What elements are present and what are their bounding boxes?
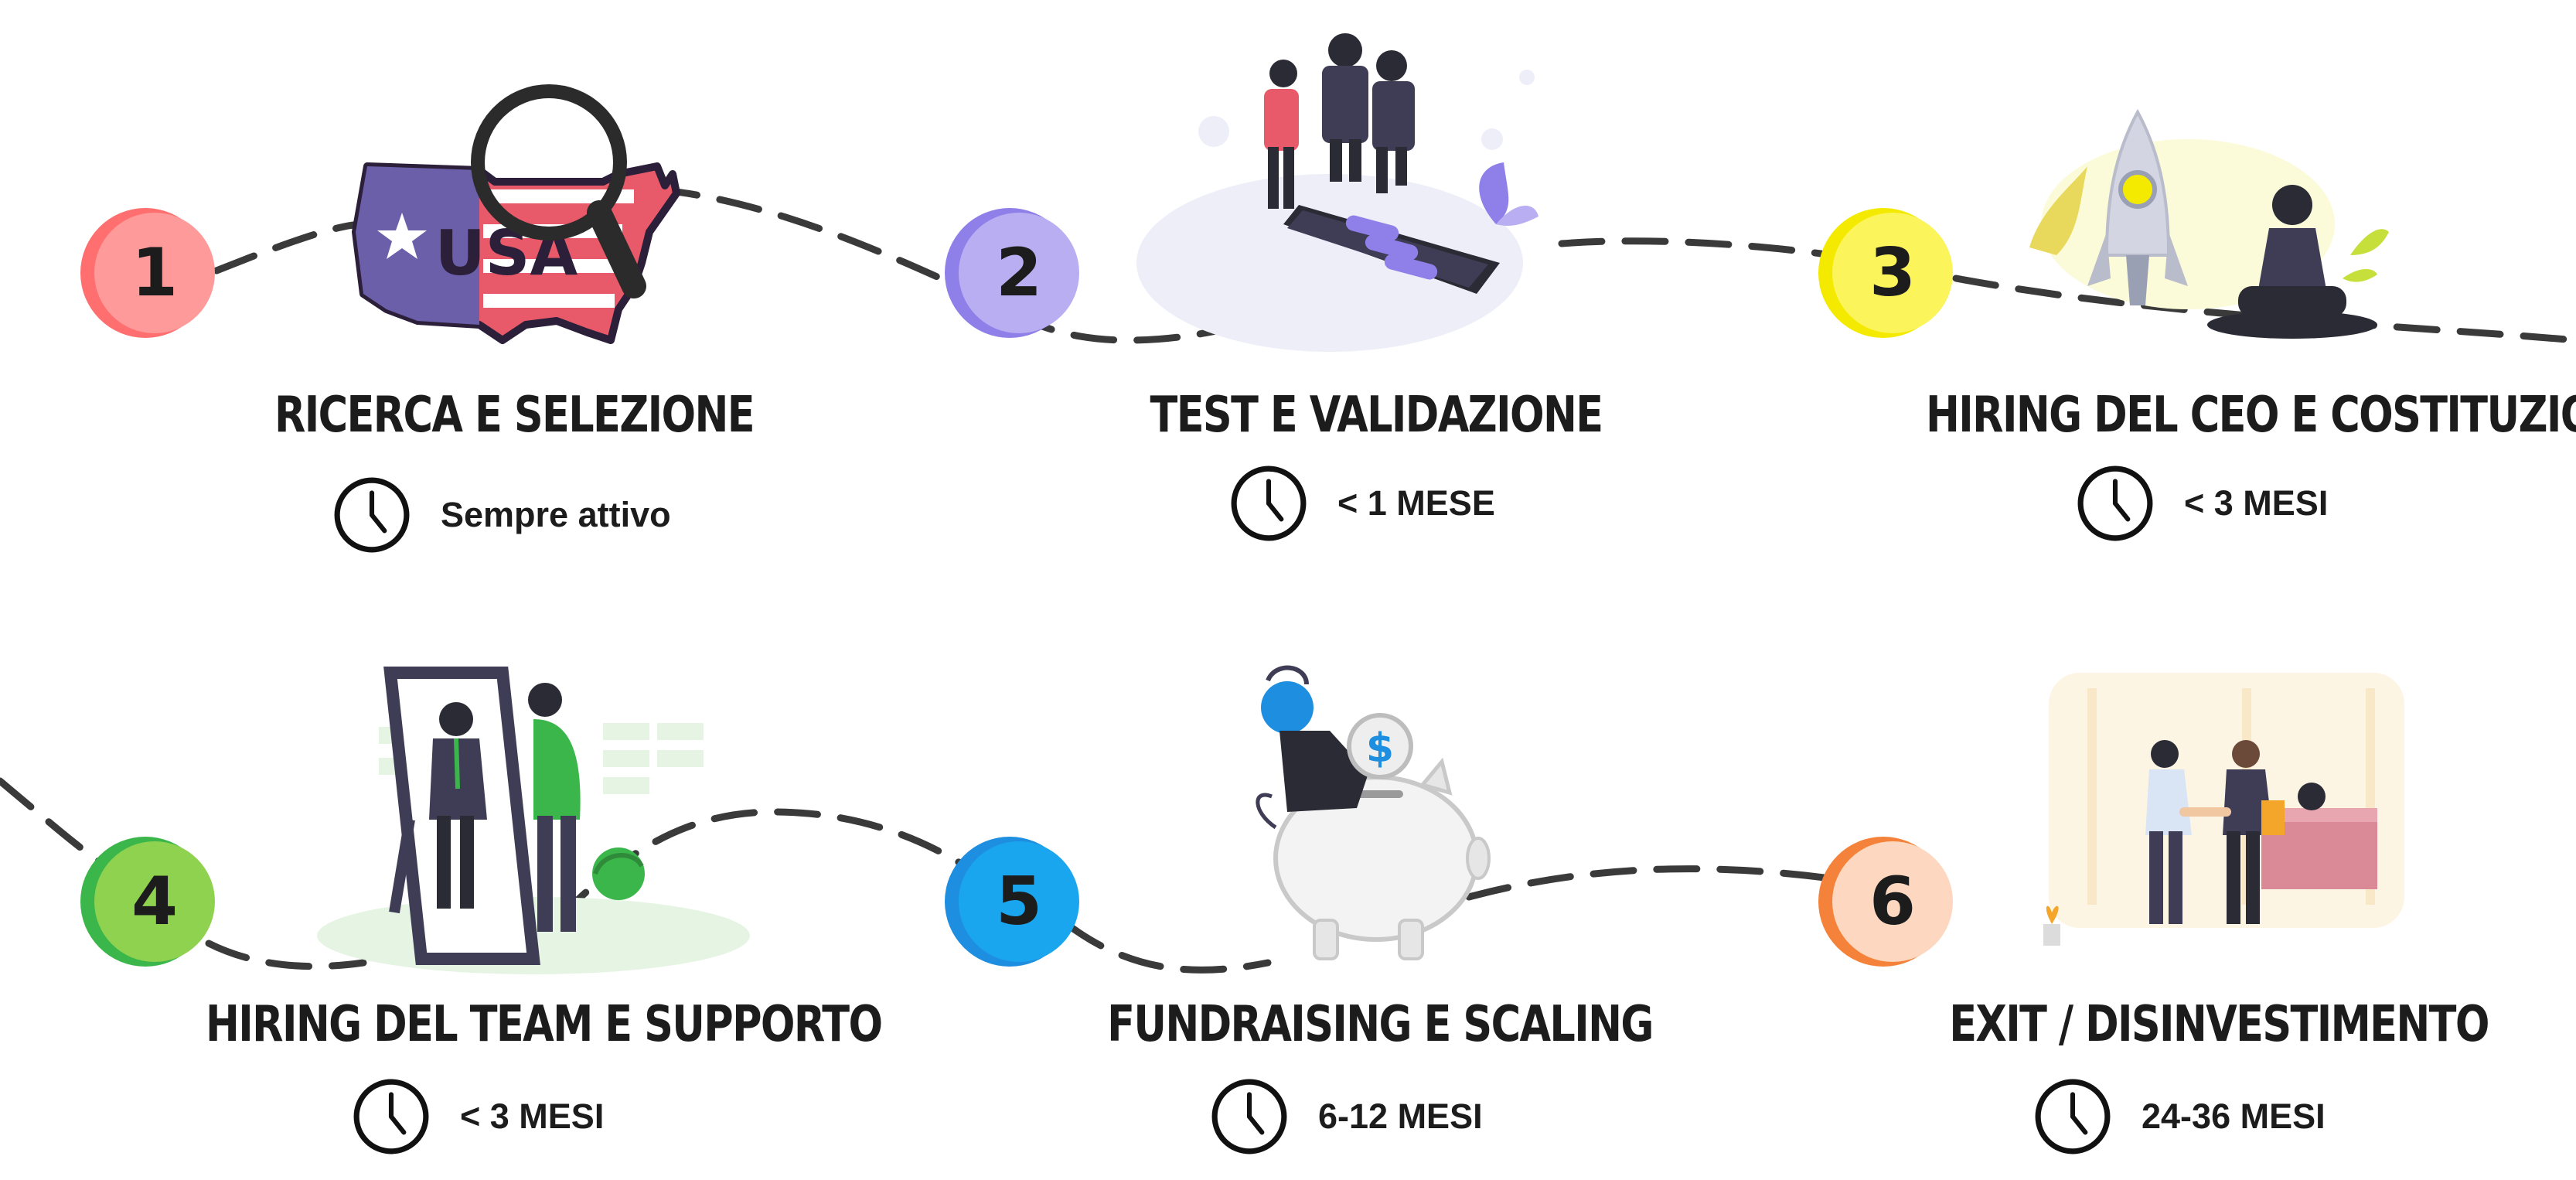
step-badge-6: 6 — [1818, 837, 1953, 967]
journey-path-bottom — [0, 777, 1828, 974]
clock-icon — [1231, 466, 1307, 541]
badge-face — [959, 213, 1079, 333]
clock-icon — [1211, 1079, 1287, 1154]
usa-map-magnifier-icon: USA — [352, 84, 680, 344]
duration-label: 6-12 MESI — [1318, 1096, 1483, 1136]
badge-face — [1832, 841, 1953, 962]
step-number: 2 — [996, 234, 1042, 312]
duration-label: < 1 MESE — [1337, 483, 1495, 523]
step-badge-4: 4 — [80, 837, 215, 967]
team-smartphone-icon — [1136, 33, 1538, 352]
piggy-bank-coin-icon: $ — [1256, 665, 1491, 960]
step-badge-3: 3 — [1818, 208, 1953, 338]
step-badge-1: 1 — [80, 208, 215, 338]
step-number: 3 — [1869, 234, 1916, 312]
step-title-5: FUNDRAISING E SCALING — [1107, 996, 1654, 1053]
step-duration-3: < 3 MESI — [2076, 464, 2328, 543]
badge-face — [1832, 213, 1953, 333]
step-duration-5: 6-12 MESI — [1210, 1077, 1483, 1156]
step-duration-4: < 3 MESI — [352, 1077, 604, 1156]
duration-label: Sempre attivo — [441, 495, 671, 534]
step-duration-6: 24-36 MESI — [2033, 1077, 2326, 1156]
duration-label: < 3 MESI — [460, 1096, 605, 1136]
step-title-3: HIRING DEL CEO E COSTITUZIONE — [1926, 387, 2576, 444]
dollar-sign-icon: $ — [1366, 725, 1394, 772]
step-number: 6 — [1869, 863, 1916, 940]
rocket-launch-icon — [2029, 108, 2389, 339]
journey-path-top — [213, 186, 2576, 344]
step-duration-1: Sempre attivo — [332, 476, 671, 554]
step-title-1: RICERCA E SELEZIONE — [274, 387, 755, 444]
clock-icon — [2077, 466, 2153, 541]
badge-face — [959, 841, 1079, 962]
clock-icon — [353, 1079, 429, 1154]
duration-label: < 3 MESI — [2184, 483, 2329, 523]
duration-label: 24-36 MESI — [2142, 1096, 2326, 1136]
step-number: 1 — [131, 234, 178, 312]
step-title-4: HIRING DEL TEAM E SUPPORTO — [206, 996, 883, 1053]
badge-face — [94, 213, 215, 333]
handshake-icon — [2043, 673, 2404, 946]
badge-face — [94, 841, 215, 962]
step-badge-5: 5 — [945, 837, 1079, 967]
step-duration-2: < 1 MESE — [1229, 464, 1495, 543]
clock-icon — [2035, 1079, 2111, 1154]
step-badge-2: 2 — [945, 208, 1079, 338]
step-number: 5 — [996, 863, 1042, 940]
clock-icon — [334, 477, 410, 553]
step-title-6: EXIT / DISINVESTIMENTO — [1949, 996, 2489, 1053]
step-number: 4 — [131, 863, 178, 940]
mirror-person-icon — [317, 667, 750, 974]
step-title-2: TEST E VALIDAZIONE — [1150, 387, 1604, 444]
